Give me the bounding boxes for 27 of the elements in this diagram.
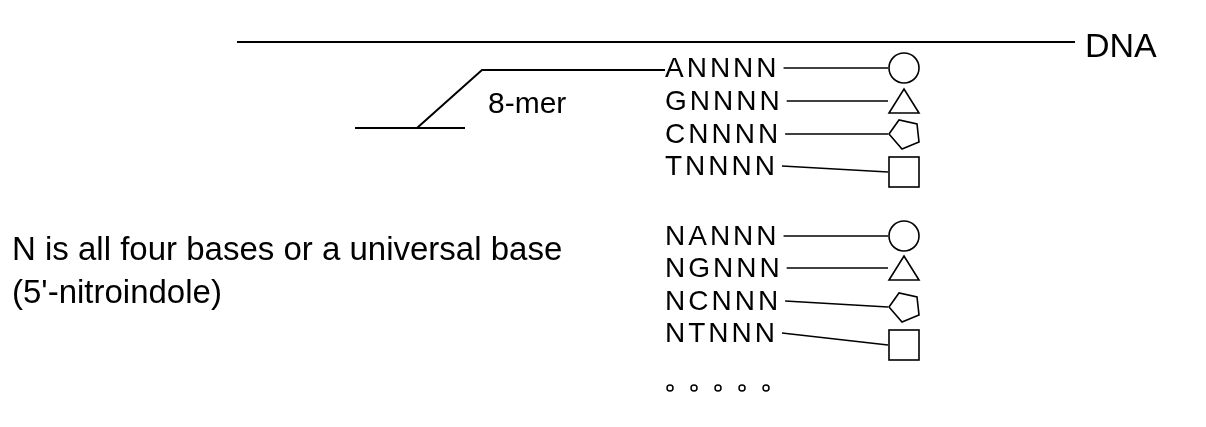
circle-symbol xyxy=(888,220,920,252)
triangle-symbol xyxy=(888,85,920,117)
connector-line xyxy=(785,100,889,102)
connector-line xyxy=(781,332,889,346)
square-symbol xyxy=(888,156,920,188)
connector-line xyxy=(782,235,889,237)
probe-sequence: CNNNN xyxy=(665,120,782,148)
strand-label: DNA xyxy=(1085,28,1157,62)
connector-line xyxy=(785,267,889,269)
probe-sequence: ANNNN xyxy=(665,54,780,82)
probe-sequence: NTNNN xyxy=(665,319,778,347)
pentagon-symbol xyxy=(888,118,920,150)
probe-length-label: 8-mer xyxy=(488,88,567,118)
note-text: N is all four bases or a universal base (5'-nitroindole) xyxy=(12,229,564,312)
connector-line xyxy=(784,133,889,135)
connector-line xyxy=(781,165,889,173)
probe-sequence: NGNNN xyxy=(665,254,783,282)
square-symbol xyxy=(888,329,920,361)
probe-sequence: TNNNN xyxy=(665,152,778,180)
connector-line xyxy=(784,300,889,308)
connector-line xyxy=(782,67,889,69)
circle-symbol xyxy=(888,52,920,84)
probe-sequence: NCNNN xyxy=(665,287,782,315)
pentagon-symbol xyxy=(888,291,920,323)
triangle-symbol xyxy=(888,252,920,284)
probe-sequence: GNNNN xyxy=(665,87,783,115)
probe-sequence: NANNN xyxy=(665,222,780,250)
